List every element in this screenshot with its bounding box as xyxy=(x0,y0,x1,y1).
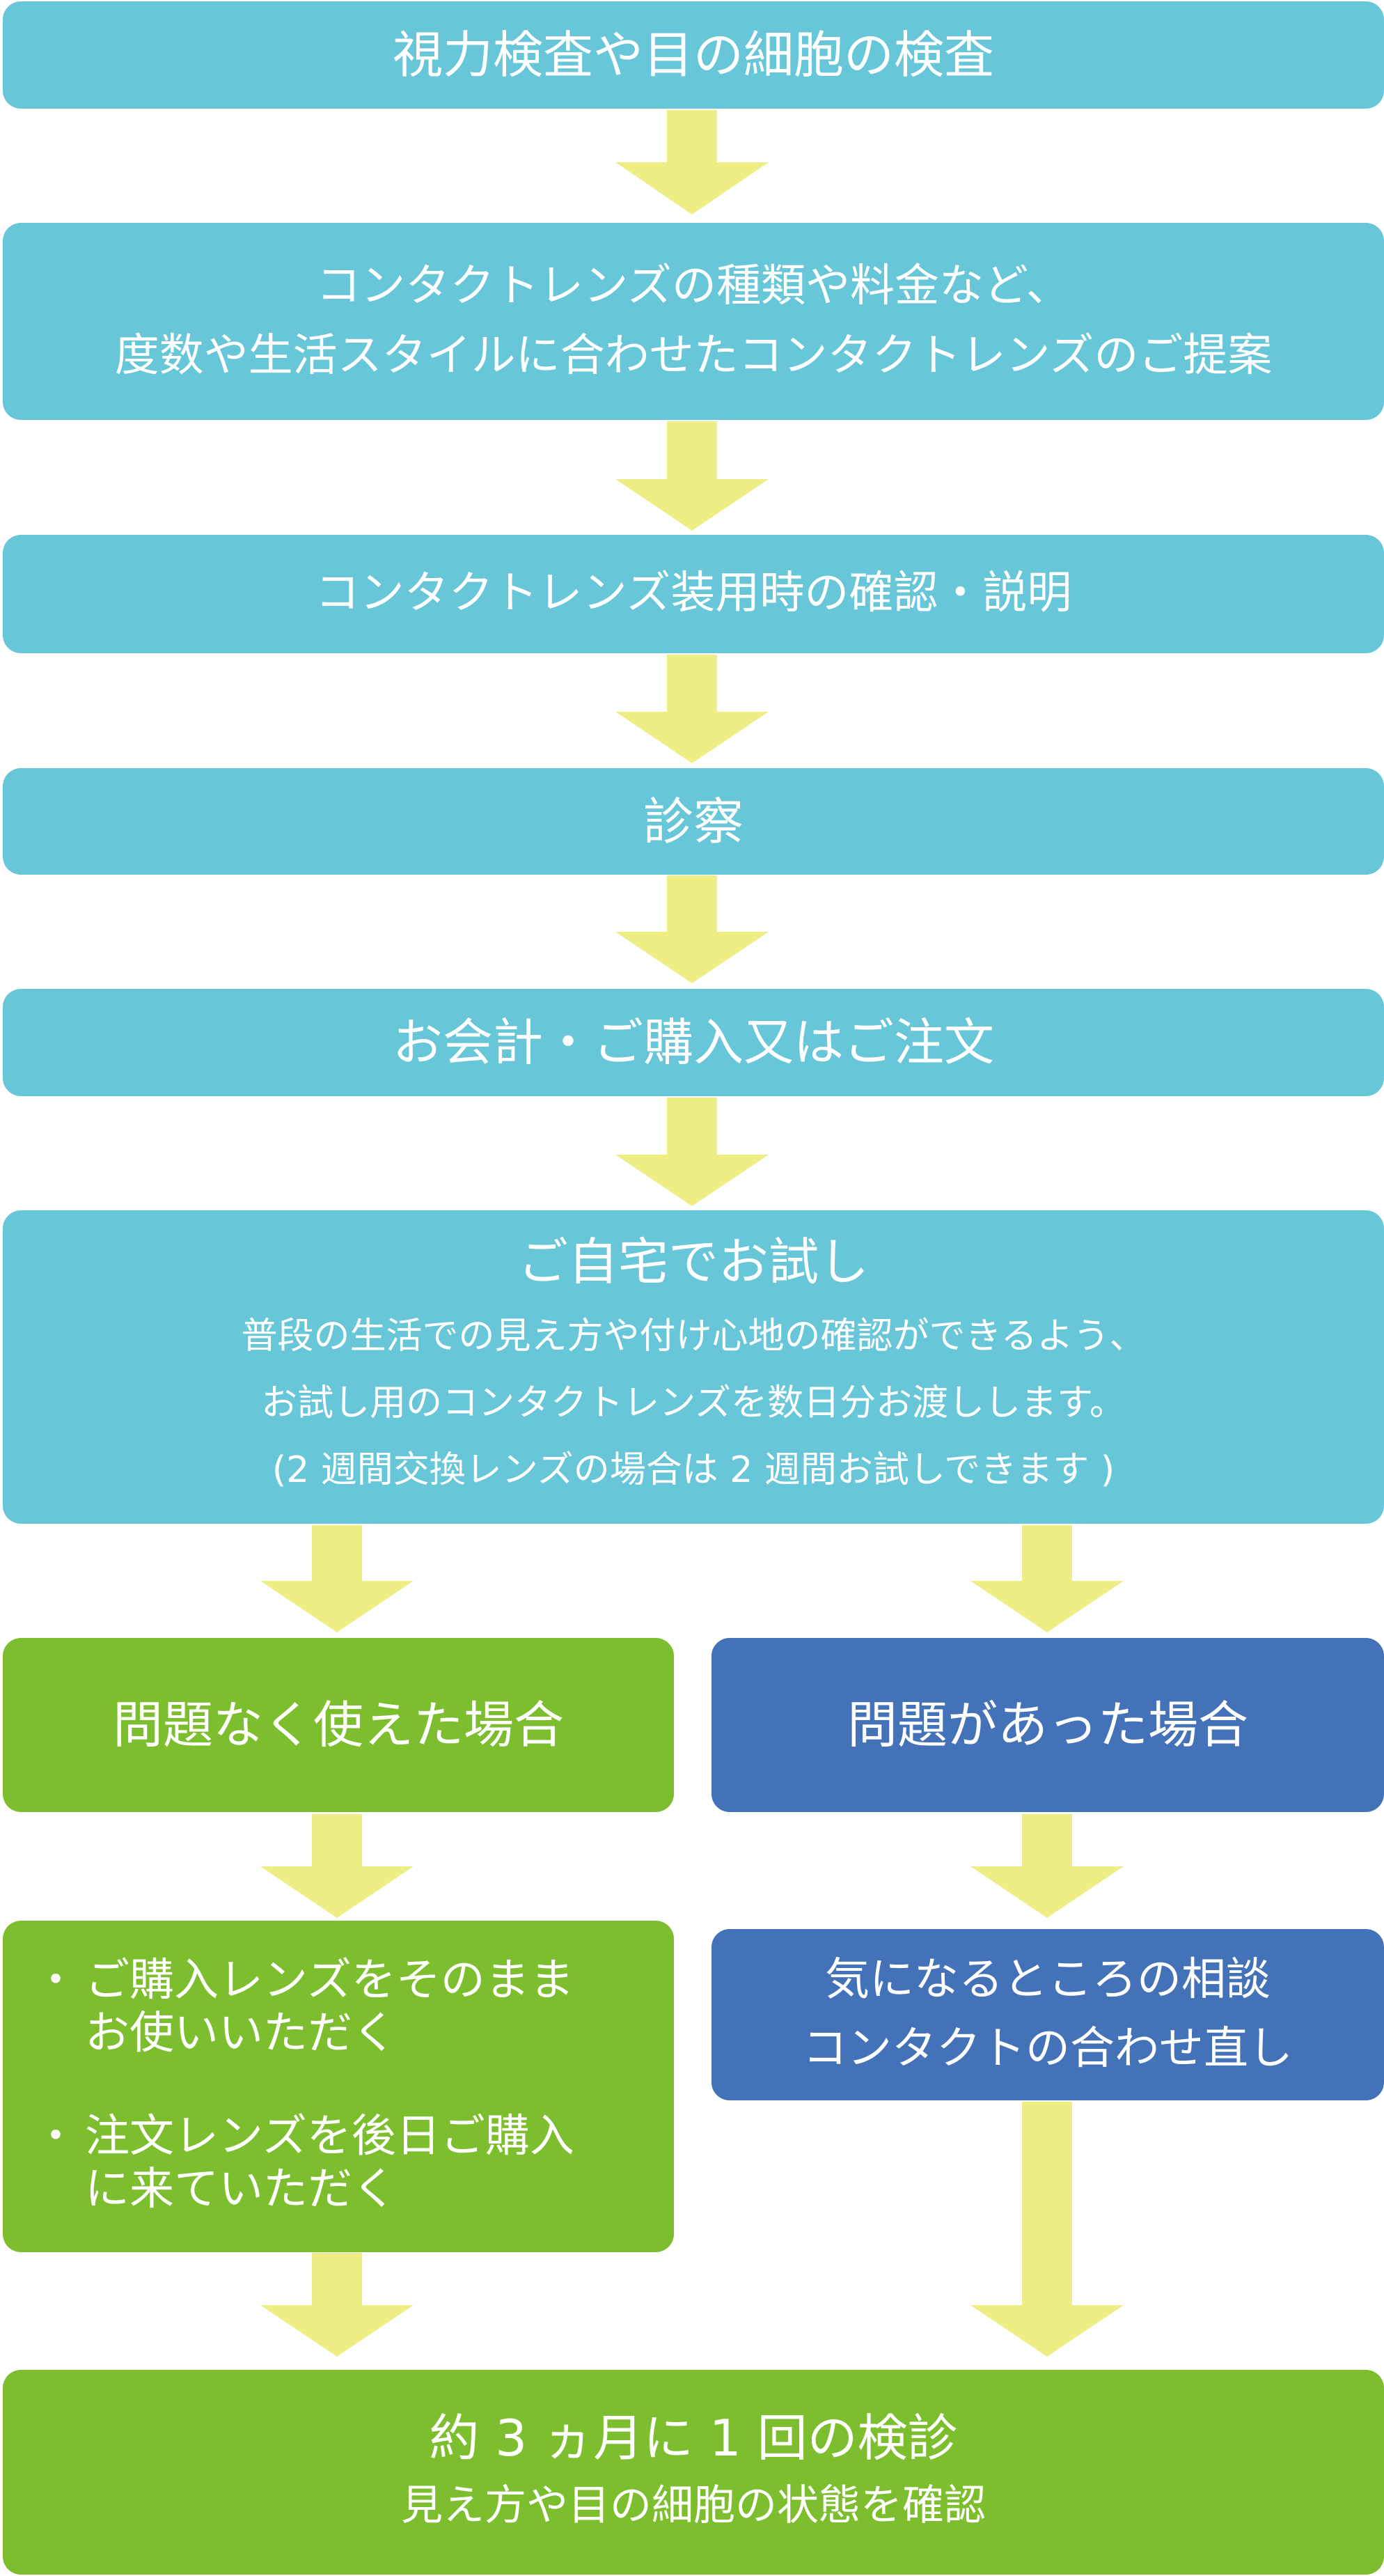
down-arrow-right-3 xyxy=(970,2102,1124,2357)
step-home-trial-line1: 普段の生活での見え方や付け心地の確認ができるよう、 xyxy=(241,1315,1146,1357)
down-arrow-right-2 xyxy=(970,1814,1124,1918)
down-arrow-2 xyxy=(615,421,769,531)
branch-no-problem-label: 問題なく使えた場合 xyxy=(112,1696,564,1754)
problem-outcome-line2: コンタクトの合わせ直し xyxy=(803,2023,1293,2075)
bullet-mark-1: ・ xyxy=(33,1955,78,2006)
no-problem-outcomes: ・ ご購入レンズをそのまま お使いいただく ・ 注文レンズを後日ご購入 に来てい… xyxy=(3,1921,674,2252)
step-wearing-check-label: コンタクトレンズ装用時の確認・説明 xyxy=(315,568,1072,620)
bullet2-line2: に来ていただく xyxy=(85,2164,397,2215)
step-payment-label: お会計・ご購入又はご注文 xyxy=(392,1013,994,1072)
step-home-trial-title: ご自宅でお試し xyxy=(517,1232,869,1291)
down-arrow-left-1 xyxy=(260,1525,414,1632)
branch-no-problem: 問題なく使えた場合 xyxy=(3,1638,674,1812)
step-home-trial-line3: (2 週間交換レンズの場合は 2 週間お試しできます ) xyxy=(272,1449,1115,1492)
step-payment: お会計・ご購入又はご注文 xyxy=(3,989,1384,1096)
branch-problem-label: 問題があった場合 xyxy=(847,1696,1248,1754)
down-arrow-5 xyxy=(615,1098,769,1206)
down-arrow-3 xyxy=(615,655,769,763)
bullet-mark-2: ・ xyxy=(33,2111,78,2162)
step-vision-test: 視力検査や目の細胞の検査 xyxy=(3,1,1384,109)
down-arrow-left-3 xyxy=(260,2253,414,2357)
down-arrow-left-2 xyxy=(260,1814,414,1918)
down-arrow-4 xyxy=(615,875,769,983)
problem-outcome-line1: 気になるところの相談 xyxy=(825,1953,1271,2006)
step-periodic-checkup-title: 約 3 ヵ月に 1 回の検診 xyxy=(429,2408,958,2467)
step-lens-proposal-line2: 度数や生活スタイルに合わせたコンタクトレンズのご提案 xyxy=(114,329,1273,382)
down-arrow-1 xyxy=(615,110,769,214)
problem-outcome: 気になるところの相談 コンタクトの合わせ直し xyxy=(711,1929,1384,2100)
step-periodic-checkup: 約 3 ヵ月に 1 回の検診 見え方や目の細胞の状態を確認 xyxy=(3,2370,1384,2575)
step-wearing-check: コンタクトレンズ装用時の確認・説明 xyxy=(3,535,1384,653)
step-periodic-checkup-sub: 見え方や目の細胞の状態を確認 xyxy=(401,2481,986,2530)
bullet1-line1: ご購入レンズをそのまま xyxy=(85,1955,574,2006)
bullet2-line1: 注文レンズを後日ご購入 xyxy=(85,2111,574,2162)
bullet1-line2: お使いいただく xyxy=(85,2008,397,2059)
step-vision-test-label: 視力検査や目の細胞の検査 xyxy=(392,26,994,84)
step-examination-label: 診察 xyxy=(643,792,744,851)
step-lens-proposal-line1: コンタクトレンズの種類や料金など、 xyxy=(316,260,1071,313)
branch-problem: 問題があった場合 xyxy=(711,1638,1384,1812)
down-arrow-right-1 xyxy=(970,1525,1124,1632)
step-lens-proposal: コンタクトレンズの種類や料金など、 度数や生活スタイルに合わせたコンタクトレンズ… xyxy=(3,223,1384,420)
step-home-trial-line2: お試し用のコンタクトレンズを数日分お渡しします。 xyxy=(261,1382,1126,1424)
step-home-trial: ご自宅でお試し 普段の生活での見え方や付け心地の確認ができるよう、 お試し用のコ… xyxy=(3,1210,1384,1524)
step-examination: 診察 xyxy=(3,768,1384,875)
